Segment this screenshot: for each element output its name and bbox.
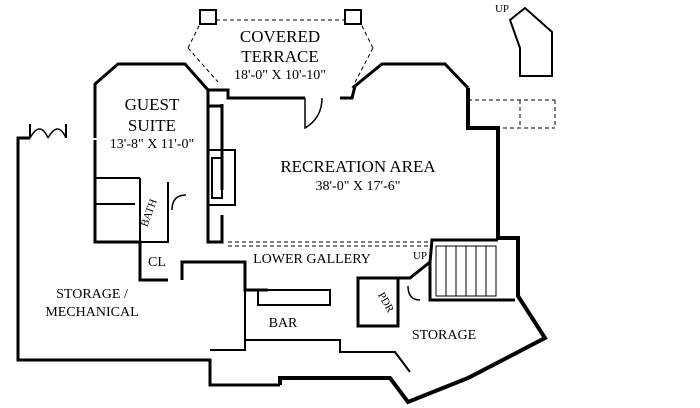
storage-mechanical-name-1: STORAGE / (56, 287, 128, 302)
bath-wall (95, 177, 169, 243)
covered-terrace-name-2: TERRACE (241, 47, 318, 66)
pdr-label: PDR (375, 290, 396, 315)
door-swings (29, 97, 421, 301)
closet-label: CL (148, 255, 166, 270)
rec-left-wall (206, 106, 224, 244)
recreation-area-dims: 38'-0" X 17'-6" (316, 179, 401, 194)
bar-label: BAR (269, 316, 298, 331)
bath-label: BATH (139, 197, 160, 228)
covered-terrace-dims: 18'-0" X 10'-10" (234, 68, 326, 83)
fireplace (208, 149, 236, 206)
guest-suite-wall (93, 62, 224, 138)
right-wall (466, 88, 520, 282)
walls (16, 6, 556, 405)
lower-gallery-label: LOWER GALLERY (253, 252, 371, 267)
hidden-lines (187, 19, 556, 247)
stair-top-right (508, 6, 553, 77)
bottom-inner-wall (210, 339, 411, 373)
storage-outer-wall (16, 136, 280, 387)
guest-suite-dims: 13'-8" X 11'-0" (110, 137, 194, 152)
storage-double-door (29, 124, 67, 138)
bottom-wall (278, 282, 548, 405)
room-labels: COVERED TERRACE 18'-0" X 10'-10" GUEST S… (45, 3, 509, 343)
gallery-stair (435, 245, 497, 297)
bar-counter (244, 289, 331, 340)
pdr-wall (356, 276, 400, 328)
recreation-area-name: RECREATION AREA (280, 157, 436, 176)
stair-up-gallery: UP (413, 250, 427, 262)
storage-label: STORAGE (412, 328, 476, 343)
terrace-columns (199, 9, 362, 25)
stair-up-top: UP (495, 3, 509, 15)
guest-suite-name-1: GUEST (125, 95, 180, 114)
terrace-outline (208, 62, 470, 100)
storage-right-wall (398, 238, 515, 302)
storage-mechanical-name-2: MECHANICAL (45, 305, 138, 320)
gallery-wall (180, 260, 268, 292)
covered-terrace-name-1: COVERED (240, 27, 320, 46)
guest-suite-name-2: SUITE (128, 116, 176, 135)
stair-treads (435, 245, 497, 297)
